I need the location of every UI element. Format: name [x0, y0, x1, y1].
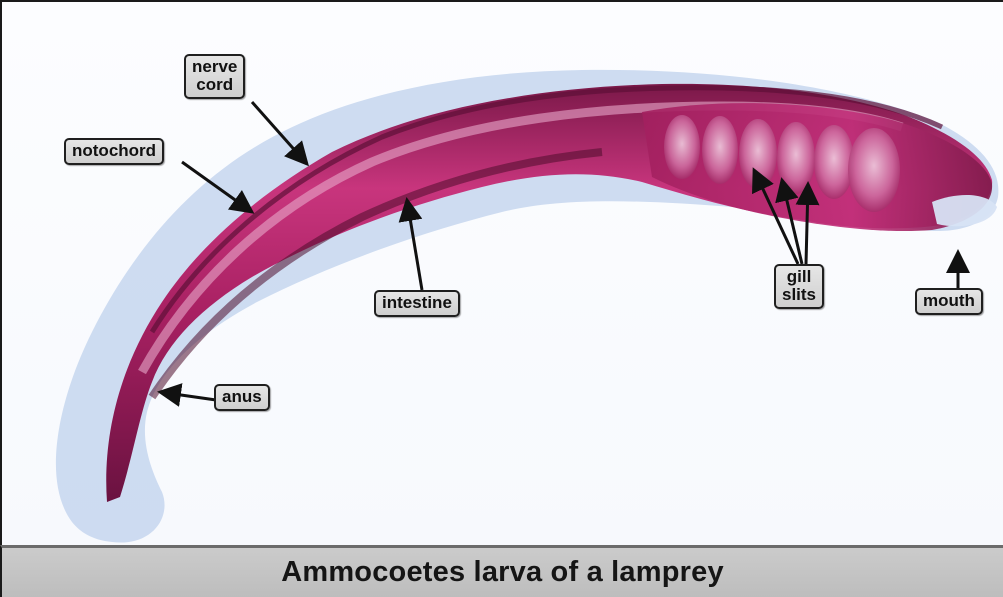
label-mouth: mouth — [915, 288, 983, 315]
label-gill-slits: gill slits — [774, 264, 824, 309]
specimen-photo: nerve cord notochord intestine anus gill… — [0, 0, 1003, 545]
caption-bar: Ammocoetes larva of a lamprey — [0, 545, 1003, 597]
oral-hood — [932, 195, 997, 226]
label-anus: anus — [214, 384, 270, 411]
larva-illustration — [2, 2, 1003, 547]
figure-caption: Ammocoetes larva of a lamprey — [281, 556, 724, 589]
label-nerve-cord: nerve cord — [184, 54, 245, 99]
label-intestine: intestine — [374, 290, 460, 317]
label-notochord: notochord — [64, 138, 164, 165]
